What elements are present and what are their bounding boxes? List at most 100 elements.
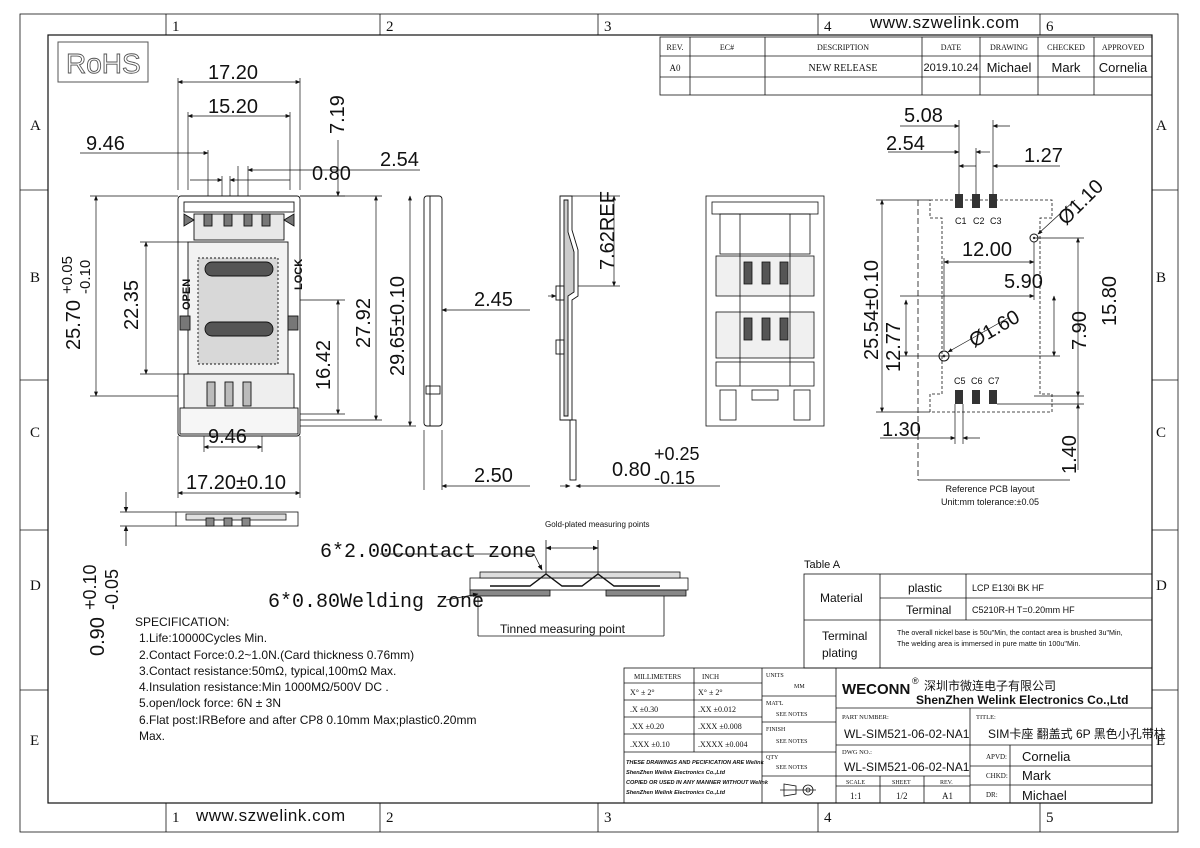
spec-item-4: 4.Insulation resistance:Min 1000MΩ/500V …: [139, 680, 389, 695]
pcb-dim-1-27: 1.27: [1024, 145, 1063, 167]
tb-notice-1: THESE DRAWINGS AND PECIFICATION ARE Weli…: [626, 760, 765, 766]
side-view-dimension-lines: [423, 195, 720, 490]
contact-zone-label: 6*2.00Contact zone: [320, 541, 536, 564]
tb-tol-mm-2: .XX ±0.20: [630, 722, 664, 731]
tb-tol-mm-1: .X ±0.30: [630, 705, 658, 714]
tb-dr: Michael: [1022, 788, 1067, 803]
pcb-dim-1-40: 1.40: [1059, 435, 1081, 474]
rev-row-date: 2019.10.24: [923, 62, 978, 74]
tb-apvd: Cornelia: [1022, 749, 1071, 764]
projection-symbol: [780, 783, 816, 797]
rev-header-description: DESCRIPTION: [817, 43, 869, 52]
tinned-point-label: Tinned measuring point: [500, 622, 626, 636]
tb-part-number-label: PART NUMBER:: [842, 714, 889, 721]
website-url-top: www.szwelink.com: [870, 13, 1020, 32]
pad-c1: C1: [955, 216, 967, 226]
rev-row-rev: A0: [670, 63, 681, 73]
rev-row-drawing: Michael: [987, 60, 1032, 75]
pcb-dim-25-54: 25.54±0.10: [861, 260, 883, 360]
tb-tol-mm-0: X° ± 2°: [630, 688, 655, 697]
side-view-left: [423, 195, 443, 427]
dim-29-65: 29.65±0.10: [387, 276, 409, 376]
spec-item-5: 5.open/lock force: 6N ± 3N: [139, 696, 281, 711]
tb-rev: A1: [942, 791, 953, 801]
pcb-dim-5-90: 5.90: [1004, 271, 1043, 293]
title-block-tolerance-text: MILLIMETERS INCH X° ± 2° X° ± 2° .X ±0.3…: [630, 673, 808, 771]
table-a-terminal: Terminal: [906, 603, 951, 617]
table-a-plastic: plastic: [908, 581, 942, 595]
spec-item-3: 3.Contact resistance:50mΩ, typical,100mΩ…: [139, 663, 397, 678]
grid-col-4: 4: [824, 19, 832, 35]
tb-brand: WECONN: [842, 681, 910, 698]
pcb-dim-2-54: 2.54: [886, 133, 925, 155]
tb-tol-inch-2: .XXX ±0.008: [698, 722, 742, 731]
tb-finish-notes: SEE NOTES: [776, 739, 808, 745]
tb-rev-label: REV.: [940, 780, 953, 786]
grid-col-3-bottom: 3: [604, 810, 612, 826]
dim-7-62-ref: 7.62REF: [597, 191, 619, 270]
tb-part-number: WL-SIM521-06-02-NA1: [844, 727, 970, 741]
grid-col-6: 6: [1046, 19, 1054, 35]
front-view-dimension-text: 17.20 15.20 9.46 0.80 2.54 7.19 25.70 +0…: [59, 62, 419, 494]
tb-notice-4: ShenZhen Welink Electronics Co.,Ltd: [626, 790, 726, 796]
table-a-text: Material plastic LCP E130i BK HF Termina…: [820, 581, 1123, 660]
bottom-view: [120, 492, 299, 546]
grid-col-5-bottom: 5: [1046, 810, 1054, 826]
grid-row-b: B: [30, 270, 40, 286]
rev-header-checked: CHECKED: [1047, 43, 1085, 52]
dim-25-70-tol-up: +0.05: [59, 256, 76, 294]
pcb-dim-5-08: 5.08: [904, 105, 943, 127]
table-a-plastic-value: LCP E130i BK HF: [972, 583, 1044, 593]
rev-header-drawing: DRAWING: [990, 43, 1028, 52]
tb-apvd-label: APVD:: [986, 753, 1007, 761]
tb-scale: 1:1: [850, 791, 862, 801]
table-a-grid: [803, 573, 1153, 669]
contact-detail: [380, 540, 689, 637]
tb-dwg-label: DWG NO.:: [842, 749, 872, 756]
grid-ticks: [20, 14, 1178, 832]
tb-chkd: Mark: [1022, 768, 1051, 783]
tb-company-en: ShenZhen Welink Electronics Co.,Ltd: [916, 693, 1128, 707]
pcb-dim-1-60: Ø1.60: [966, 306, 1024, 352]
tb-sheet-label: SHEET: [892, 780, 911, 786]
pcb-dim-7-90: 7.90: [1069, 311, 1091, 350]
pad-c7: C7: [988, 376, 1000, 386]
tb-matl-label: MAT'L: [766, 701, 784, 707]
pcb-dim-12-00: 12.00: [962, 239, 1012, 261]
grid-row-d-right: D: [1156, 578, 1167, 594]
back-view: [705, 195, 825, 427]
dim-25-70-tol-dn: -0.10: [77, 260, 94, 294]
spec-title: SPECIFICATION:: [135, 615, 230, 629]
grid-row-e-right: E: [1156, 733, 1165, 749]
grid-row-a-right: A: [1156, 118, 1167, 134]
table-a-terminal-value: C5210R-H T=0.20mm HF: [972, 605, 1075, 615]
dim-2-50: 2.50: [474, 465, 513, 487]
tb-dwg-number: WL-SIM521-06-02-NA1: [844, 760, 970, 774]
pad-c6: C6: [971, 376, 983, 386]
rev-row-checked: Mark: [1052, 60, 1081, 75]
rohs-label: RoHS: [66, 48, 141, 79]
inner-frame: [47, 34, 1153, 804]
pcb-dim-12-77: 12.77: [883, 322, 905, 372]
front-view: [177, 195, 301, 437]
tb-qty-notes: SEE NOTES: [776, 765, 808, 771]
tb-tol-mm-3: .XXX ±0.10: [630, 740, 670, 749]
rev-row-description: NEW RELEASE: [809, 63, 878, 74]
grid-col-3: 3: [604, 19, 612, 35]
outer-frame: [19, 13, 1179, 833]
dim-0-90-dn: -0.05: [102, 569, 122, 610]
pcb-tolerance: Unit:mm tolerance:±0.05: [941, 497, 1039, 507]
tb-dr-label: DR:: [986, 791, 998, 799]
grid-row-c: C: [30, 425, 40, 441]
tb-notice-3: COPIED OR USED IN ANY MANNER WITHOUT Wel…: [626, 780, 769, 786]
grid-col-2-bottom: 2: [386, 810, 394, 826]
tb-title: SIM卡座 翻盖式 6P 黑色小孔带柱: [988, 726, 1166, 741]
contact-detail-text: Gold-plated measuring points 6*2.00Conta…: [268, 520, 650, 636]
dim-0-90: 0.90: [87, 617, 109, 656]
lock-label: LOCK: [293, 259, 305, 290]
rev-header-rev: REV.: [667, 43, 684, 52]
pcb-pad-labels: C1 C2 C3 C5 C6 C7: [954, 216, 1002, 386]
tb-inch-header: INCH: [702, 673, 719, 681]
grid-col-4-bottom: 4: [824, 810, 832, 826]
